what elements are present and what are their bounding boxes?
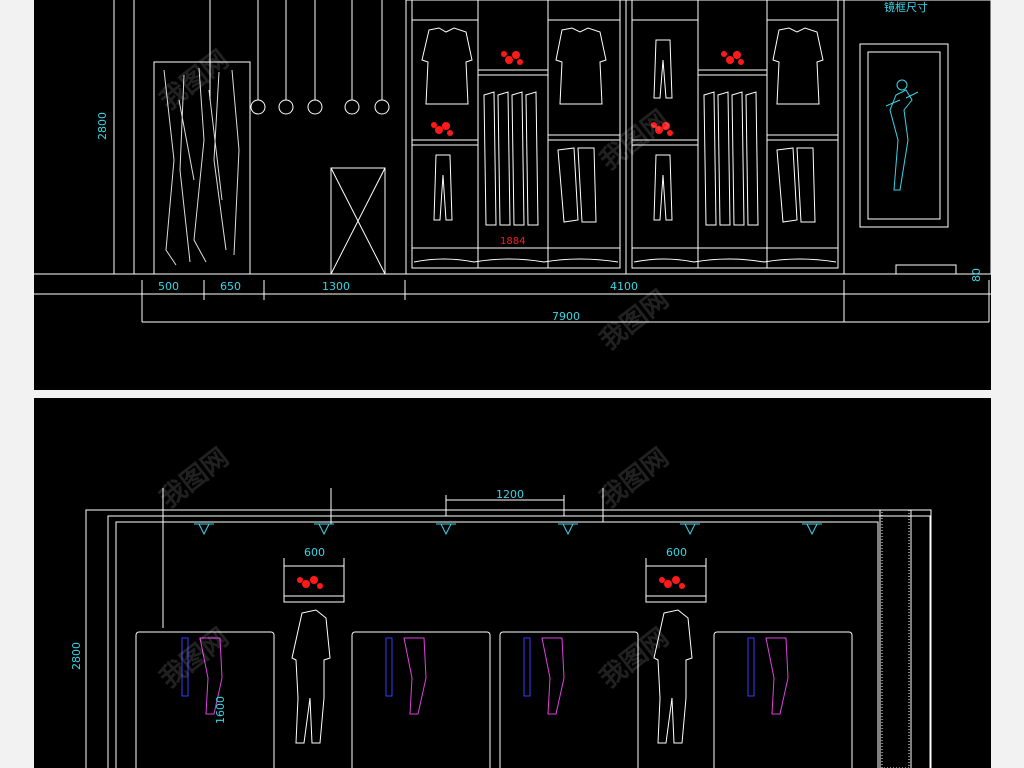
rack-height-dimension: 1600 xyxy=(214,696,227,724)
coat-icon xyxy=(555,27,607,105)
wardrobe-left xyxy=(405,0,627,275)
flower-decor xyxy=(431,51,744,136)
mirror-size-label: 镜框尺寸 xyxy=(884,0,928,14)
total-width-dimension: 7900 xyxy=(552,310,580,323)
width-dimension-1300: 1300 xyxy=(322,280,350,293)
bottom-elevation-svg: 1200 600 600 2800 1600 xyxy=(70,488,932,768)
pendant-lamp xyxy=(278,99,294,115)
shelf xyxy=(645,595,707,603)
width-dimension-500: 500 xyxy=(158,280,179,293)
coat-icon xyxy=(421,27,473,105)
cabinet-inner-dimension: 1884 xyxy=(500,236,525,247)
width-dimension-4100: 4100 xyxy=(610,280,638,293)
mirror-frame xyxy=(859,43,949,228)
pendant-lamp xyxy=(344,99,360,115)
height-dimension: 2800 xyxy=(70,642,83,670)
mannequin-figure xyxy=(885,79,919,191)
display-rack xyxy=(499,631,639,768)
flower-decor xyxy=(297,576,685,589)
coat-icon xyxy=(772,27,824,105)
hanging-garment-blue xyxy=(181,637,755,697)
top-elevation-drawing: 2800 500 650 1300 4100 7900 1884 镜框尺寸 80… xyxy=(34,0,991,390)
shelf-width-dimension: 600 xyxy=(304,546,325,559)
pendant-lamp xyxy=(307,99,323,115)
curtain-panel xyxy=(153,61,251,275)
shelf-width-dimension: 600 xyxy=(666,546,687,559)
fitting-stool xyxy=(330,167,386,275)
display-rack xyxy=(135,631,275,768)
display-rack xyxy=(351,631,491,768)
pendant-lamp xyxy=(250,99,266,115)
display-rack xyxy=(713,631,853,768)
height-dimension: 2800 xyxy=(96,112,109,140)
shelf xyxy=(283,595,345,603)
top-elevation-svg: 2800 500 650 1300 4100 7900 1884 镜框尺寸 80 xyxy=(34,0,991,323)
width-dimension-650: 650 xyxy=(220,280,241,293)
base-height-dimension: 80 xyxy=(970,268,983,282)
ceiling-spotlights xyxy=(194,523,822,536)
pendant-lamp xyxy=(374,99,390,115)
mannequin-icon xyxy=(291,609,331,744)
stone-pillar xyxy=(881,509,910,768)
hanging-garment-magenta xyxy=(199,637,789,715)
spacing-dimension: 1200 xyxy=(496,488,524,501)
bottom-elevation-drawing: 1200 600 600 2800 1600 我图网 我图网 我图网 我图网 xyxy=(34,398,991,768)
mannequin-icon xyxy=(653,609,693,744)
